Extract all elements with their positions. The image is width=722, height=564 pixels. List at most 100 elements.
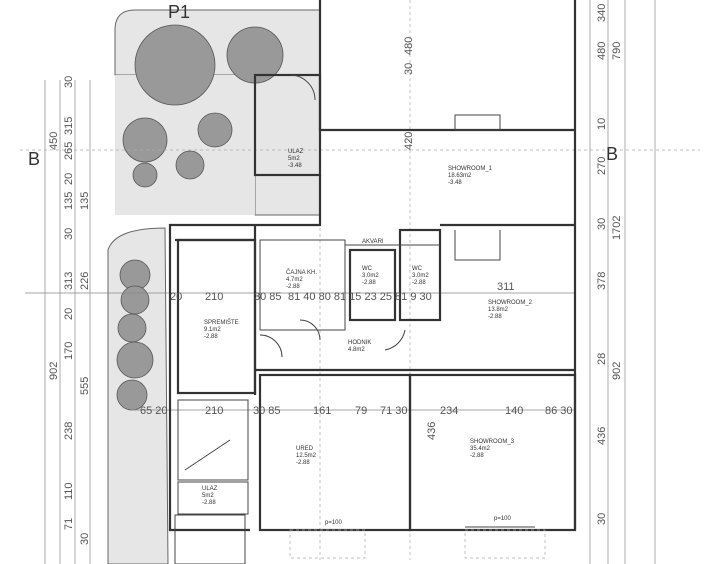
dims-row-2: 65 20 210 30 85 161 79 71 30 234 140 86 …: [140, 405, 573, 417]
dimension-label: 71: [63, 518, 75, 530]
dimension-label: 30: [596, 218, 608, 230]
room-showroom-1: SHOWROOM_118.63m2-3.48: [448, 166, 493, 186]
section-mark-left: B: [28, 149, 40, 169]
room-wc-1: WC3.0m2-2.88: [362, 266, 379, 286]
svg-text:9.1m2: 9.1m2: [204, 327, 221, 333]
svg-text:35.4m2: 35.4m2: [470, 446, 491, 452]
dims-row-1: 20 210 30 85 81 40 80 81 15 23 25 81 9 3…: [170, 281, 515, 303]
dimension-label: 436: [426, 422, 438, 440]
dimension-label: 110: [63, 482, 75, 500]
svg-text:WC: WC: [412, 266, 423, 272]
dimension-label: 902: [611, 362, 623, 380]
dimension-label: 30: [63, 228, 75, 240]
svg-text:-2.88: -2.88: [202, 500, 216, 506]
svg-text:5m2: 5m2: [202, 493, 214, 499]
dimension-label: 378: [596, 272, 608, 290]
svg-text:311: 311: [497, 281, 515, 293]
garden-left: [107, 227, 169, 564]
dimension-label: 20: [63, 308, 75, 320]
svg-text:13.8m2: 13.8m2: [488, 307, 509, 313]
tree-icon: [197, 112, 233, 148]
svg-text:81 40 80 81 15 23 25 81 9 30: 81 40 80 81 15 23 25 81 9 30: [288, 291, 432, 303]
svg-text:12.5m2: 12.5m2: [296, 453, 317, 459]
svg-text:20: 20: [170, 291, 182, 303]
dimension-label: 480: [403, 37, 415, 55]
svg-text:-2.88: -2.88: [296, 460, 310, 466]
dimension-label: 10: [596, 118, 608, 130]
dimension-label: 265: [63, 142, 75, 160]
svg-text:-2.88: -2.88: [470, 453, 484, 459]
svg-text:234: 234: [440, 405, 458, 417]
svg-text:-2.88: -2.88: [488, 314, 502, 320]
svg-text:-2.88: -2.88: [362, 280, 376, 286]
svg-text:5m2: 5m2: [288, 156, 300, 162]
room-akvari: AKVARI: [362, 239, 384, 245]
dimension-label: 270: [596, 157, 608, 175]
svg-text:-3.48: -3.48: [288, 163, 302, 169]
svg-text:71 30: 71 30: [380, 405, 408, 417]
dimension-label: 30: [403, 63, 415, 75]
dimension-lines: [20, 0, 700, 564]
section-mark-right: B: [606, 144, 618, 164]
svg-text:65 20: 65 20: [140, 405, 168, 417]
dimension-label: 436: [596, 427, 608, 445]
svg-text:SPREMIŠTE: SPREMIŠTE: [204, 319, 239, 326]
dimension-label: 313: [63, 272, 75, 290]
dimension-label: 135: [63, 192, 75, 210]
svg-text:30 85: 30 85: [254, 291, 282, 303]
svg-text:3.0m2: 3.0m2: [412, 273, 429, 279]
svg-text:-2.88: -2.88: [412, 280, 426, 286]
svg-text:210: 210: [205, 291, 223, 303]
svg-text:18.63m2: 18.63m2: [448, 173, 472, 179]
dimension-label: 170: [63, 342, 75, 360]
dimension-label: 226: [79, 272, 91, 290]
walls: [168, 0, 577, 564]
room-showroom-3: SHOWROOM_335.4m2-2.88: [470, 439, 515, 459]
dimension-label: 28: [596, 353, 608, 365]
tree-icon: [132, 162, 158, 188]
dimension-label: 902: [48, 362, 60, 380]
dimension-label: 30: [63, 76, 75, 88]
garden-top: [114, 9, 321, 216]
svg-text:WC: WC: [362, 266, 373, 272]
window-note: p=100: [494, 516, 512, 522]
room-showroom-2: SHOWROOM_213.8m2-2.88: [488, 300, 533, 320]
svg-text:140: 140: [505, 405, 523, 417]
room-wc-2: WC3.0m2-2.88: [412, 266, 429, 286]
dimension-label: 238: [63, 422, 75, 440]
dimension-label: 315: [63, 117, 75, 135]
svg-text:ULAZ: ULAZ: [288, 149, 304, 155]
svg-text:161: 161: [313, 405, 331, 417]
dimension-label: 340: [596, 4, 608, 22]
svg-text:3.0m2: 3.0m2: [362, 273, 379, 279]
dimension-label: 135: [79, 192, 91, 210]
dimension-label: 20: [63, 173, 75, 185]
svg-text:ULAZ: ULAZ: [202, 486, 218, 492]
dimension-label: 30: [79, 533, 91, 545]
svg-text:79: 79: [355, 405, 367, 417]
dimension-label: 790: [611, 42, 623, 60]
plan-title: P1: [168, 2, 190, 22]
dimension-label: 420: [403, 132, 415, 150]
tree-icon: [122, 117, 168, 163]
svg-text:SHOWROOM_2: SHOWROOM_2: [488, 300, 533, 306]
dimension-label: 480: [596, 42, 608, 60]
room-cajna-kuhinja: ČAJNA KH.4.7m2-2.88: [286, 269, 317, 290]
window-note: p=100: [325, 520, 343, 526]
svg-text:30 85: 30 85: [253, 405, 281, 417]
svg-text:ČAJNA KH.: ČAJNA KH.: [286, 269, 317, 276]
svg-text:86 30: 86 30: [545, 405, 573, 417]
svg-text:-2.88: -2.88: [286, 284, 300, 290]
svg-text:4.7m2: 4.7m2: [286, 277, 303, 283]
dimension-label: 555: [79, 377, 91, 395]
tree-icon: [175, 150, 205, 180]
svg-text:4.8m2: 4.8m2: [348, 347, 365, 353]
